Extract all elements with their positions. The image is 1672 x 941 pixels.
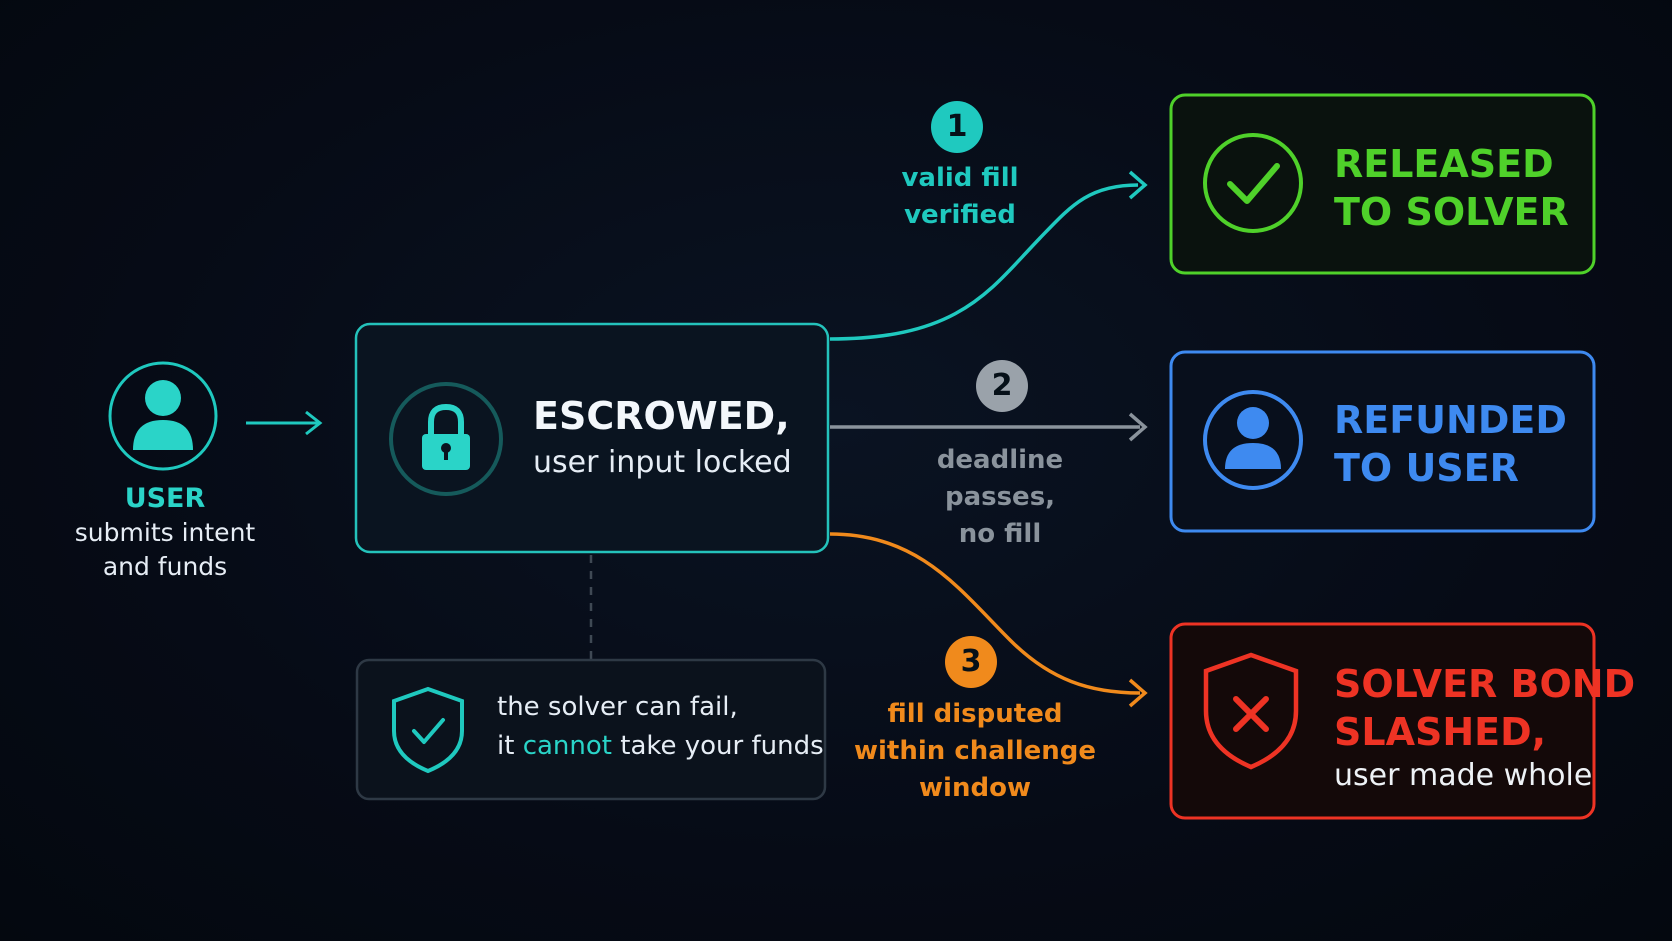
user-icon xyxy=(1203,390,1303,490)
step-1-badge xyxy=(931,101,983,153)
released-line-1: RELEASED xyxy=(1334,142,1554,186)
path-3-label-line-2: within challenge xyxy=(853,736,1097,766)
step-2-number: 2 xyxy=(991,368,1013,403)
user-icon xyxy=(108,361,218,471)
slashed-line-1: SOLVER BOND xyxy=(1334,662,1636,706)
path-2-arrowhead xyxy=(1128,412,1148,442)
step-3-badge xyxy=(945,636,997,688)
path-1-curve xyxy=(829,183,1139,341)
path-3-curve xyxy=(829,532,1141,695)
step-1-number: 1 xyxy=(946,109,968,144)
slashed-box xyxy=(1169,622,1596,820)
escrow-subtitle: user input locked xyxy=(533,445,792,480)
slashed-line-2: SLASHED, xyxy=(1334,710,1547,754)
lock-icon xyxy=(389,382,503,496)
slashed-title: SOLVER BOND SLASHED, xyxy=(1334,660,1635,756)
refunded-line-2: TO USER xyxy=(1334,446,1519,490)
shield-x-icon xyxy=(1203,652,1299,770)
path-1-label-line-1: valid fill xyxy=(901,163,1019,193)
path-1-label-line-2: verified xyxy=(904,200,1016,230)
path-2-label: deadline passes, no fill xyxy=(880,442,1120,553)
user-label: USER submits intent and funds xyxy=(60,482,270,584)
path-1-arrowhead xyxy=(1128,170,1148,200)
refunded-line-1: REFUNDED xyxy=(1334,398,1567,442)
released-title: RELEASED TO SOLVER xyxy=(1334,140,1569,236)
note-box xyxy=(355,658,827,801)
note-line-2: it cannot take your funds xyxy=(497,731,824,761)
user-to-escrow-arrow xyxy=(246,410,323,436)
path-3-arrowhead xyxy=(1128,678,1148,708)
user-line-1: submits intent xyxy=(74,518,256,547)
user-title: USER xyxy=(124,483,206,514)
path-3-label: fill disputed within challenge window xyxy=(850,696,1100,807)
path-3-label-line-3: window xyxy=(919,773,1031,803)
refunded-title: REFUNDED TO USER xyxy=(1334,396,1567,492)
note-line-2-after: take your funds xyxy=(611,731,824,761)
path-2-label-line-2: no fill xyxy=(958,519,1042,549)
step-2-badge xyxy=(976,360,1028,412)
step-3-number: 3 xyxy=(960,644,982,679)
user-line-2: and funds xyxy=(102,552,228,581)
released-line-2: TO SOLVER xyxy=(1334,190,1569,234)
note-line-2-before: it xyxy=(497,731,523,761)
shield-check-icon xyxy=(392,686,464,774)
slashed-subtitle: user made whole xyxy=(1334,758,1593,793)
path-1-label: valid fill verified xyxy=(860,160,1060,234)
path-3-label-line-1: fill disputed xyxy=(887,699,1063,729)
escrow-title: ESCROWED, xyxy=(533,394,790,438)
note-line-2-accent: cannot xyxy=(522,731,612,761)
note-line-1: the solver can fail, xyxy=(497,692,738,722)
check-circle-icon xyxy=(1203,133,1303,233)
path-2-label-line-1: deadline passes, xyxy=(936,445,1064,512)
escrow-box xyxy=(354,322,830,554)
